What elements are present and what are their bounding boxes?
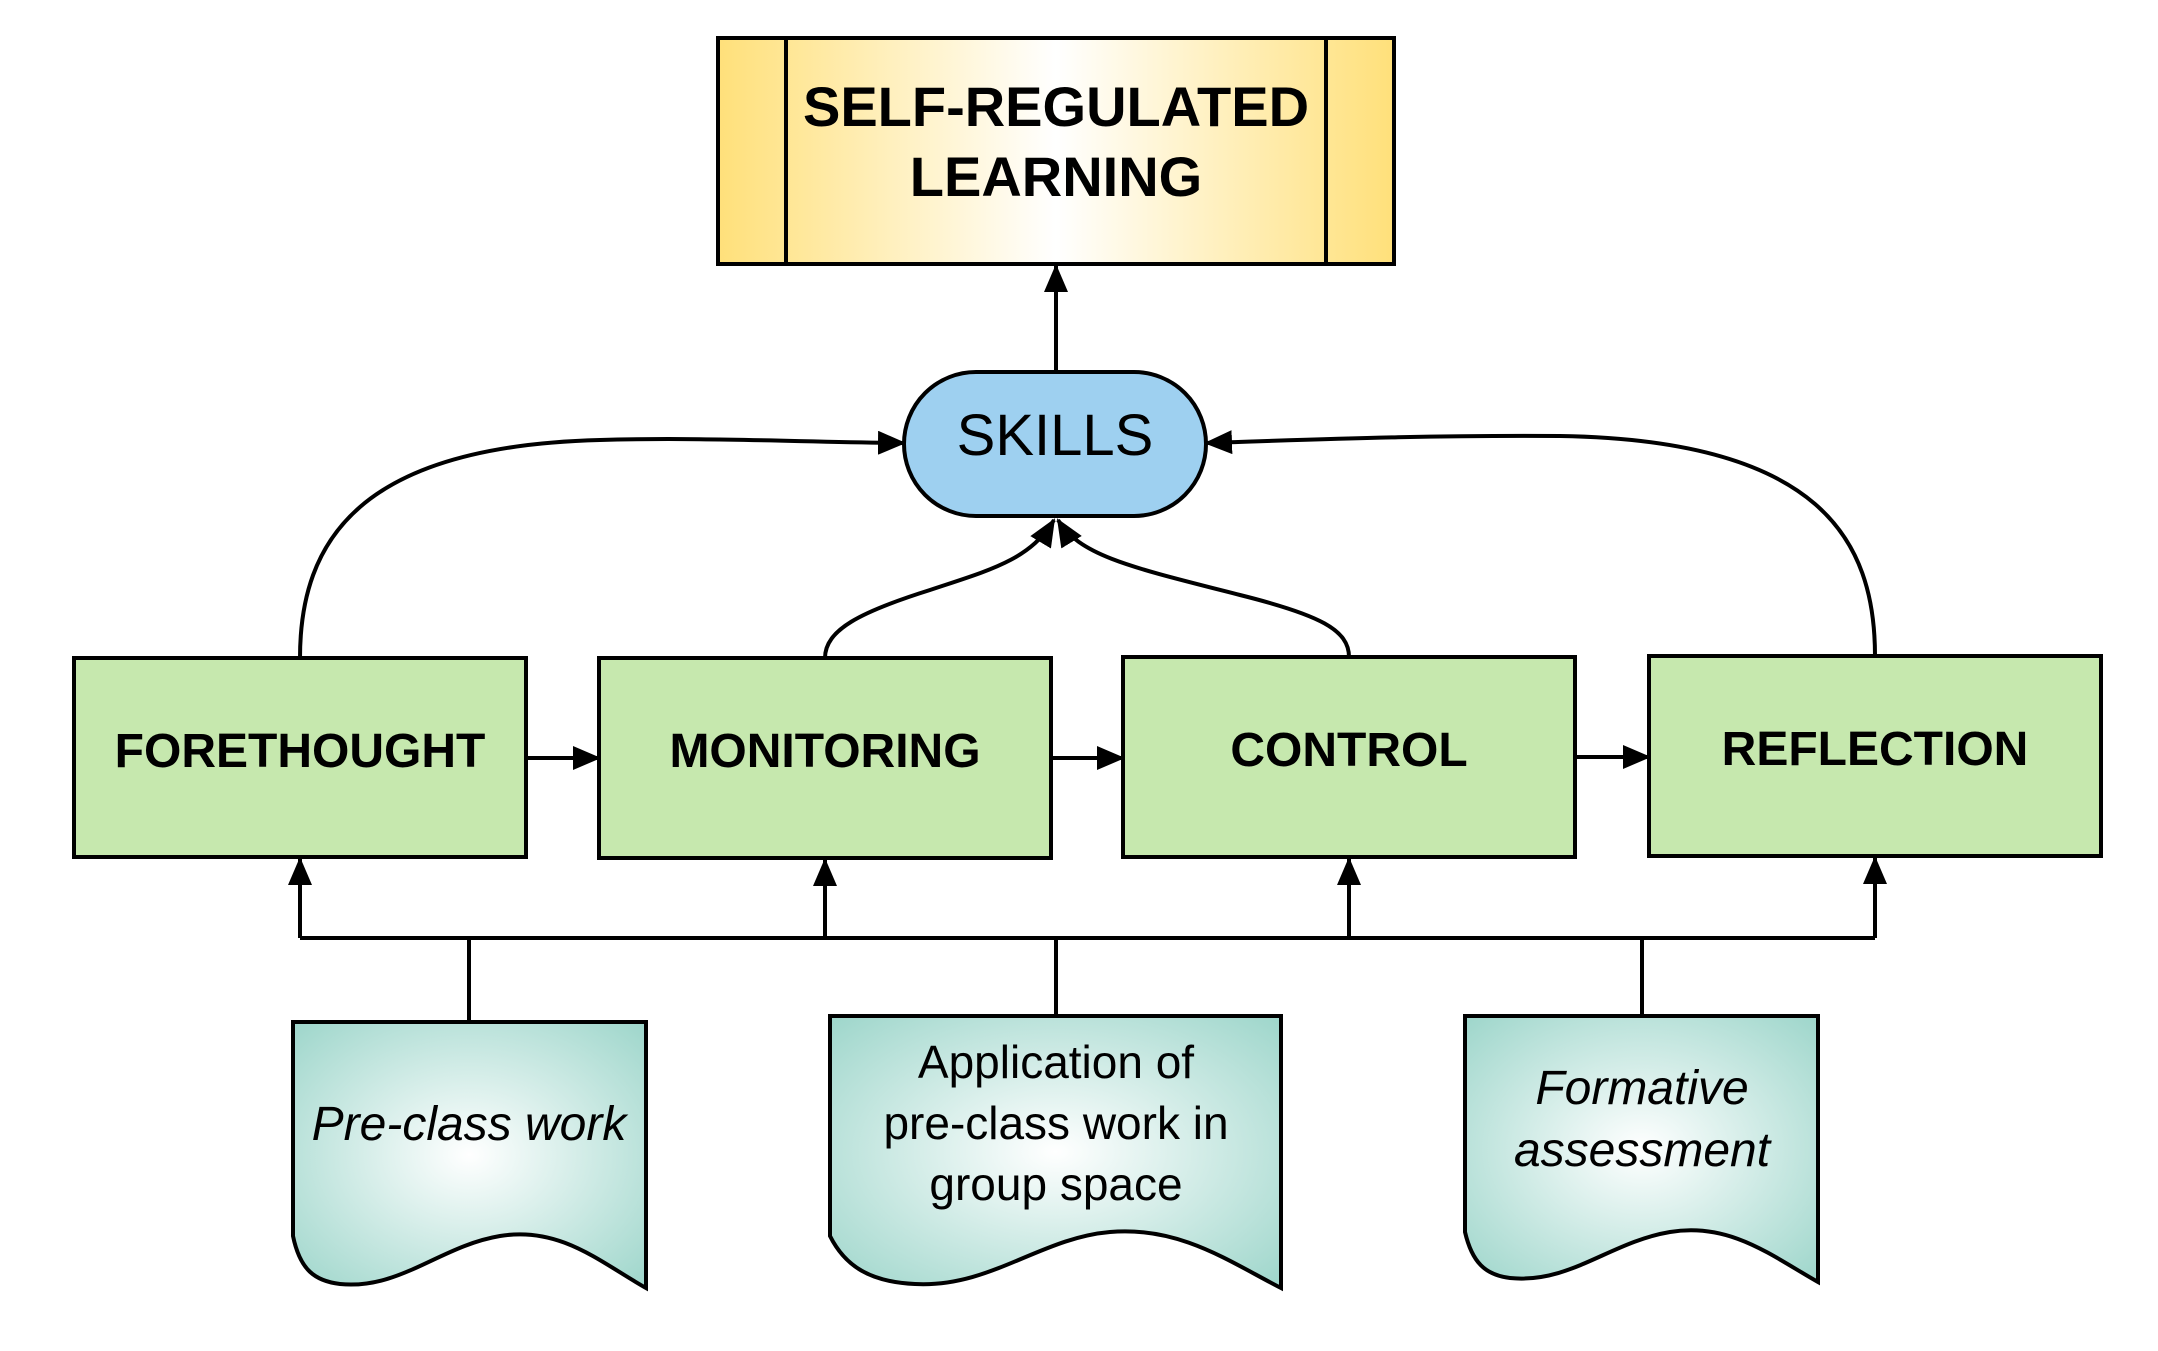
input-application-line1: Application of	[918, 1036, 1194, 1088]
input-preclass-label: Pre-class work	[312, 1098, 630, 1151]
title-line1: SELF-REGULATED	[803, 75, 1309, 138]
phase-forethought-label: FORETHOUGHT	[115, 725, 486, 778]
input-preclass-shape	[291, 1020, 648, 1292]
phase-reflection: REFLECTION	[1647, 654, 2103, 858]
phase-control-label: CONTROL	[1230, 724, 1467, 777]
input-preclass: Pre-class work	[291, 1020, 648, 1292]
phase-control: CONTROL	[1121, 655, 1577, 859]
phase-reflection-label: REFLECTION	[1722, 723, 2029, 776]
phase-reflection-box	[1647, 654, 2103, 858]
input-formative-shape	[1463, 1014, 1820, 1286]
input-formative-line2: assessment	[1514, 1124, 1772, 1177]
phase-monitoring-label: MONITORING	[669, 725, 980, 778]
input-application-line2: pre-class work in	[883, 1097, 1228, 1149]
skills-node: SKILLS	[902, 370, 1208, 518]
edge-control-to-skills	[1056, 518, 1351, 658]
skills-label: SKILLS	[957, 403, 1154, 468]
title-box-frame	[716, 36, 1396, 266]
input-application-line3: group space	[929, 1158, 1182, 1210]
phase-monitoring: MONITORING	[597, 656, 1053, 860]
input-formative: Formative assessment	[1463, 1014, 1820, 1286]
input-formative-line1: Formative	[1535, 1062, 1748, 1115]
title-line2: LEARNING	[910, 145, 1202, 208]
edge-forethought-to-skills	[298, 430, 906, 659]
phase-forethought: FORETHOUGHT	[72, 656, 528, 859]
edge-monitoring-to-skills	[823, 518, 1056, 659]
input-application-shape	[828, 1014, 1283, 1292]
title-box: SELF-REGULATED LEARNING	[716, 36, 1396, 266]
input-application: Application of pre-class work in group s…	[828, 1014, 1283, 1292]
edge-reflection-to-skills	[1204, 430, 1877, 657]
